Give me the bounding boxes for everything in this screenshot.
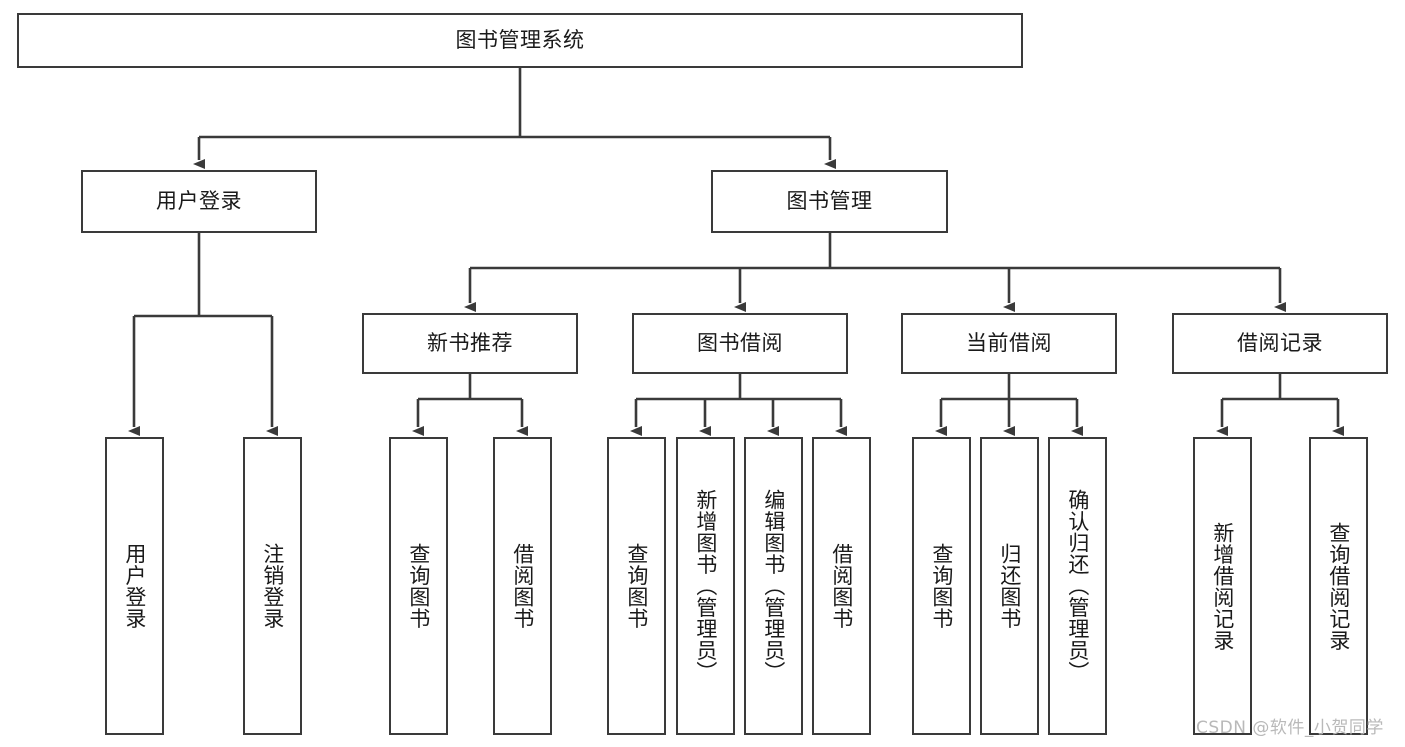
node-new-book-rec[interactable]: 新书推荐 xyxy=(362,313,578,374)
node-book-borrow[interactable]: 图书借阅 xyxy=(632,313,848,374)
node-leaf-query-book-1[interactable]: 查询图书 xyxy=(389,437,448,735)
node-leaf-add-book[interactable]: 新增图书（管理员） xyxy=(676,437,735,735)
node-user-login[interactable]: 用户登录 xyxy=(81,170,317,233)
node-leaf-borrow-book-2[interactable]: 借阅图书 xyxy=(812,437,871,735)
node-current-borrow[interactable]: 当前借阅 xyxy=(901,313,1117,374)
node-leaf-borrow-book-1-label: 借阅图书 xyxy=(511,543,534,629)
node-book-borrow-label: 图书借阅 xyxy=(697,330,783,355)
node-leaf-add-book-label: 新增图书（管理员） xyxy=(694,489,717,683)
node-leaf-logout-login-label: 注销登录 xyxy=(261,543,284,629)
node-book-manage[interactable]: 图书管理 xyxy=(711,170,948,233)
node-user-login-label: 用户登录 xyxy=(156,188,242,213)
node-leaf-query-book-3-label: 查询图书 xyxy=(930,543,953,629)
node-leaf-query-record-label: 查询借阅记录 xyxy=(1327,521,1350,651)
node-new-book-rec-label: 新书推荐 xyxy=(427,330,513,355)
node-book-manage-label: 图书管理 xyxy=(786,188,873,213)
node-root[interactable]: 图书管理系统 xyxy=(17,13,1023,68)
node-leaf-return-book-label: 归还图书 xyxy=(998,543,1021,629)
node-leaf-user-login-label: 用户登录 xyxy=(123,543,146,629)
node-leaf-query-record[interactable]: 查询借阅记录 xyxy=(1309,437,1368,735)
node-leaf-add-record-label: 新增借阅记录 xyxy=(1211,521,1234,651)
node-leaf-query-book-3[interactable]: 查询图书 xyxy=(912,437,971,735)
node-borrow-record[interactable]: 借阅记录 xyxy=(1172,313,1388,374)
node-leaf-user-login[interactable]: 用户登录 xyxy=(105,437,164,735)
node-leaf-query-book-2[interactable]: 查询图书 xyxy=(607,437,666,735)
node-leaf-confirm-return[interactable]: 确认归还（管理员） xyxy=(1048,437,1107,735)
node-leaf-query-book-1-label: 查询图书 xyxy=(407,543,430,629)
node-leaf-return-book[interactable]: 归还图书 xyxy=(980,437,1039,735)
node-leaf-borrow-book-1[interactable]: 借阅图书 xyxy=(493,437,552,735)
node-leaf-logout-login[interactable]: 注销登录 xyxy=(243,437,302,735)
node-leaf-query-book-2-label: 查询图书 xyxy=(625,543,648,629)
node-leaf-confirm-return-label: 确认归还（管理员） xyxy=(1066,489,1089,683)
node-borrow-record-label: 借阅记录 xyxy=(1237,330,1323,355)
node-leaf-edit-book-label: 编辑图书（管理员） xyxy=(762,489,785,683)
node-leaf-add-record[interactable]: 新增借阅记录 xyxy=(1193,437,1252,735)
node-root-label: 图书管理系统 xyxy=(455,27,585,52)
node-current-borrow-label: 当前借阅 xyxy=(966,330,1052,355)
node-leaf-edit-book[interactable]: 编辑图书（管理员） xyxy=(744,437,803,735)
node-leaf-borrow-book-2-label: 借阅图书 xyxy=(830,543,853,629)
